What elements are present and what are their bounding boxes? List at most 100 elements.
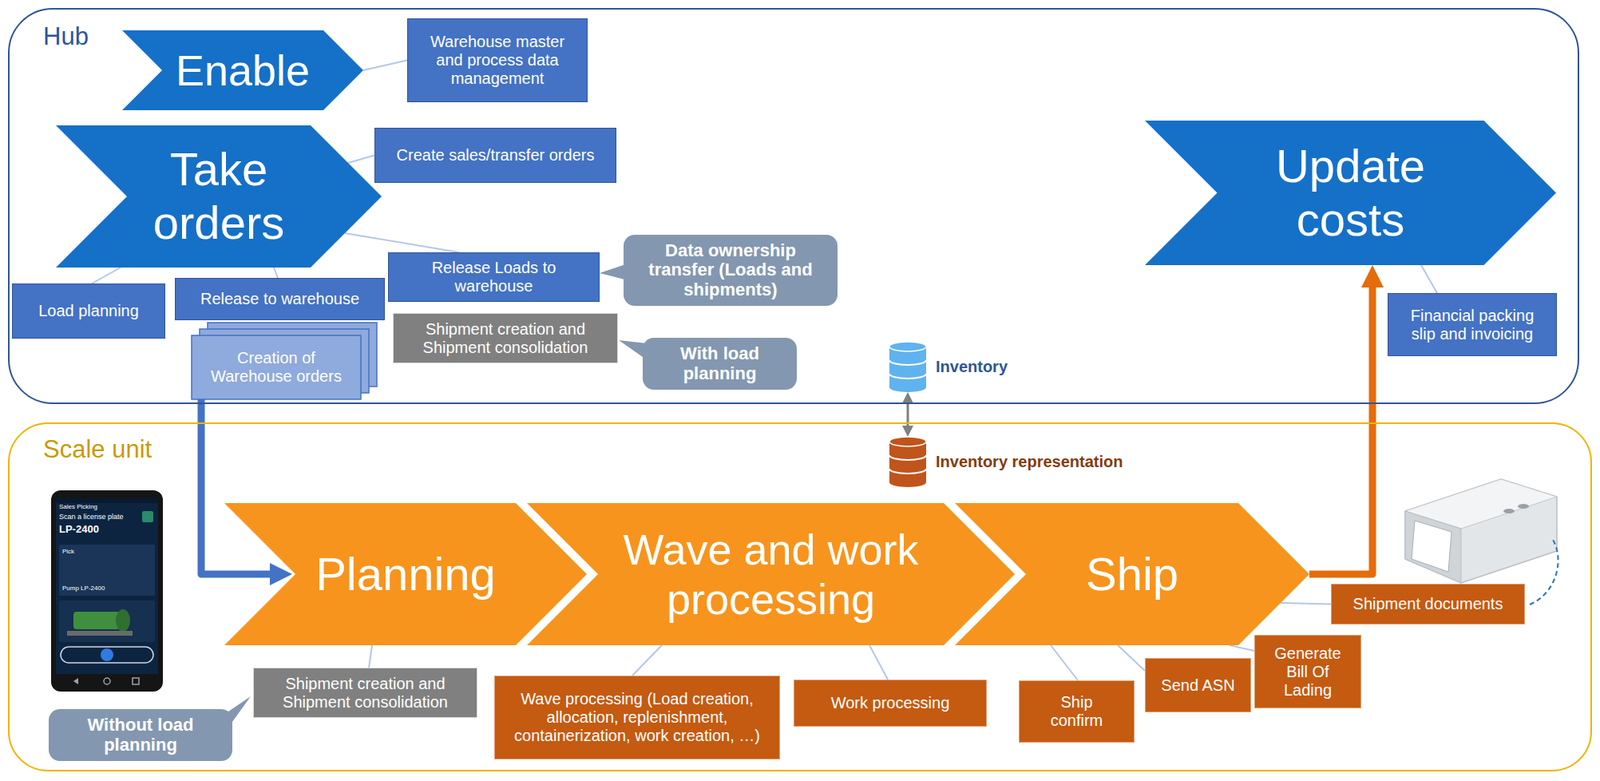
node-text: Inventory representation (935, 452, 1124, 472)
node-text: Send ASN (1160, 676, 1235, 695)
node-text: Release Loads to warehouse (396, 258, 591, 296)
printer-link (1529, 538, 1559, 605)
database-band (889, 373, 927, 379)
connector (344, 233, 460, 253)
task-box: Shipment documents (1330, 583, 1525, 625)
node-text: Planning (315, 547, 496, 602)
phone-nav-back (73, 677, 79, 685)
node-text: Wave and work processing (603, 524, 939, 624)
process-chevron: Take orders (55, 125, 382, 268)
database-top (889, 341, 927, 352)
database-top (889, 436, 927, 447)
database-icon (889, 436, 927, 488)
task-box: Warehouse master and process data manage… (407, 18, 588, 103)
database-bottom (889, 382, 927, 393)
chevron-outline (526, 502, 1015, 646)
phone-button-bar (60, 646, 154, 663)
task-box: Ship confirm (1018, 680, 1135, 743)
task-box: Generate Bill Of Lading (1254, 634, 1362, 709)
node-text: Wave processing (Load creation, allocati… (505, 689, 769, 745)
printer-paper (1411, 520, 1452, 572)
chevron-outline (1144, 120, 1557, 266)
connector (348, 155, 375, 164)
chevron-outline (224, 502, 587, 646)
scale-unit-region: Scale unitInventory representationPlanni… (7, 422, 1593, 772)
connector (1117, 645, 1145, 671)
node-text: Work processing (831, 693, 951, 713)
connector (632, 645, 662, 676)
task-box: Work processing (793, 679, 987, 727)
printer-body (1405, 479, 1557, 583)
connector (363, 60, 408, 72)
node-text: With load planning (656, 344, 785, 383)
phone-icon (142, 510, 154, 523)
phone-status-bar (55, 498, 159, 503)
connector (1050, 645, 1078, 681)
callout-body (623, 234, 838, 306)
note-callout: Without load planning (48, 708, 233, 761)
screen-label: Pump LP-2400 (62, 585, 105, 593)
process-chevron: Wave and work processing (526, 502, 1015, 646)
node-text: Shipment creation and Shipment consolida… (261, 674, 469, 712)
callout-body (642, 337, 797, 390)
phone-body (51, 490, 163, 692)
printer-button (1517, 503, 1529, 509)
process-chevron: Enable (122, 30, 364, 111)
node-text: Ship confirm (1041, 693, 1113, 730)
connector (201, 399, 282, 575)
node-text: Creation of Warehouse orders (199, 348, 353, 386)
chevron-outline (55, 125, 382, 268)
process-chevron: Planning (224, 502, 587, 646)
database-body (889, 346, 927, 388)
database-body (889, 441, 927, 483)
node-text: Load planning (38, 301, 139, 321)
database-band (889, 468, 927, 474)
connector (368, 645, 373, 668)
database-band (889, 455, 927, 460)
node-text: Inventory (935, 357, 1008, 377)
connector (1280, 602, 1331, 605)
database-node: Inventory (889, 341, 1011, 393)
screen-label: Sales Picking (59, 503, 98, 511)
pump-base (67, 630, 133, 636)
node-text: Generate Bill Of Lading (1263, 644, 1352, 700)
node-text: Data ownership transfer (Loads and shipm… (646, 241, 815, 300)
node-text: Shipment documents (1353, 594, 1504, 614)
node-text: Hub (43, 22, 89, 52)
document-card (191, 335, 361, 400)
grey-task-box: Shipment creation and Shipment consolida… (253, 667, 478, 718)
printer-front (1405, 510, 1462, 583)
process-chevron: Update costs (1144, 120, 1557, 266)
node-text: Warehouse master and process data manage… (425, 32, 570, 88)
node-text: Ship (1085, 547, 1179, 602)
phone-panel (59, 544, 155, 596)
task-box: Financial packing slip and invoicing (1387, 293, 1557, 357)
phone-illustration (51, 490, 163, 692)
phone-button (100, 648, 114, 662)
database-bottom (889, 477, 927, 488)
node-shape (526, 502, 1015, 646)
database-icon (889, 341, 927, 393)
node-text: Release to warehouse (200, 289, 360, 309)
phone-image-area (59, 600, 155, 642)
phone-nav-recent (132, 677, 139, 685)
node-text: Without load planning (68, 715, 213, 754)
pump-motor (115, 609, 131, 632)
connector (91, 267, 121, 284)
node-text: Scale unit (43, 435, 152, 464)
phone-nav-home (103, 677, 111, 685)
node-text: Take orders (126, 142, 311, 250)
document-stack: Creation of Warehouse orders (191, 335, 361, 400)
node-text: Update costs (1219, 139, 1483, 246)
pump-body (73, 611, 120, 630)
database-node: Inventory representation (889, 436, 1127, 488)
task-box: Release Loads to warehouse (388, 252, 600, 302)
task-box: Wave processing (Load creation, allocati… (494, 675, 781, 760)
connector (1309, 276, 1373, 575)
task-box: Send ASN (1144, 657, 1252, 713)
hub-region: Hub Enable Warehouse master and process da… (7, 7, 1580, 404)
connector (1229, 645, 1255, 651)
node-text: Create sales/transfer orders (396, 146, 595, 165)
callout-body (48, 708, 233, 761)
